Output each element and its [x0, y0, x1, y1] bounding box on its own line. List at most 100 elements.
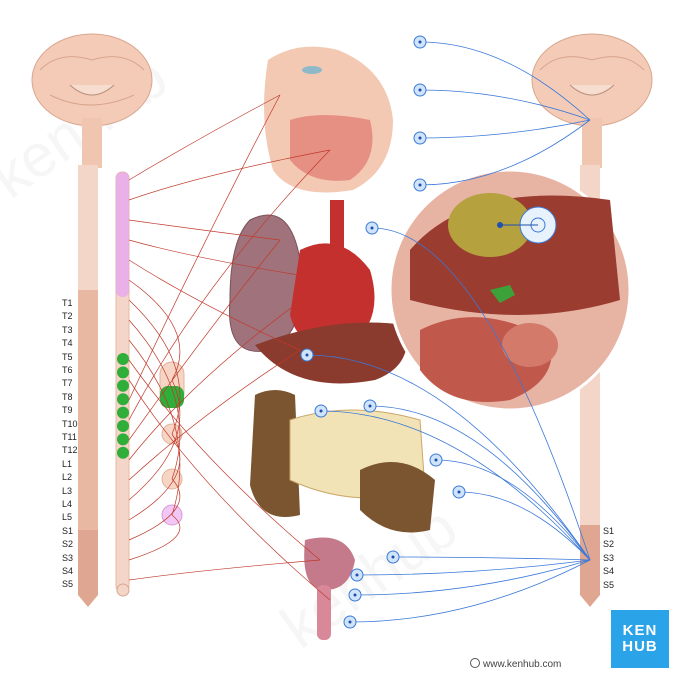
ganglion-center: [457, 490, 461, 494]
sympathetic-fiber: [128, 299, 181, 435]
prevertebral-ganglia: [159, 361, 185, 526]
parasympathetic-fiber: [371, 227, 591, 561]
ganglion-center: [305, 353, 309, 357]
parasympathetic-fiber: [306, 354, 591, 561]
left-brain: [31, 33, 153, 168]
segment-label-t2: T2: [62, 311, 73, 322]
segment-label-s3: S3: [62, 552, 74, 563]
segment-label-s1: S1: [62, 525, 74, 536]
sympathetic-fiber: [128, 239, 331, 281]
thoracic-ganglion: [117, 446, 129, 459]
segment-label-t9: T9: [62, 405, 73, 416]
magnified-view: [388, 168, 632, 412]
segment-label-l1: L1: [62, 458, 73, 469]
parasympathetic-fibers: [306, 41, 591, 623]
ganglion-center: [418, 40, 422, 44]
segment-label-t7: T7: [62, 378, 73, 389]
thoracic-ganglion: [117, 406, 129, 419]
segment-label-s2: S2: [62, 539, 74, 550]
cc-icon: [470, 658, 480, 668]
thoracic-ganglion: [117, 366, 129, 379]
segment-label-t4: T4: [62, 338, 73, 349]
ganglion-center: [319, 409, 323, 413]
sympathetic-fiber: [128, 219, 281, 241]
segment-label-t6: T6: [62, 365, 73, 375]
segment-label-s5: S5: [62, 579, 74, 590]
parasympathetic-ganglia: [300, 35, 466, 629]
segment-label-l2: L2: [62, 472, 73, 483]
sympathetic-fiber: [128, 559, 321, 581]
right-segment-label-s2: S2: [603, 539, 615, 550]
thoracic-ganglia: [117, 353, 129, 459]
parasympathetic-fiber: [458, 491, 591, 561]
thoracic-ganglion: [117, 379, 129, 392]
magnifier-focus: [497, 206, 557, 244]
segment-label-l5: L5: [62, 512, 73, 523]
ganglion-center: [355, 573, 359, 577]
segment-label-t1: T1: [62, 298, 73, 308]
segment-label-t5: T5: [62, 351, 73, 362]
sympathetic-fiber: [128, 319, 181, 480]
thoracic-ganglion: [117, 433, 129, 446]
parasympathetic-fiber: [349, 559, 591, 623]
thoracic-ganglion: [117, 420, 129, 432]
logo-line-1: KEN: [622, 622, 658, 639]
right-segment-label-s4: S4: [603, 566, 615, 577]
segment-label-t11: T11: [62, 432, 77, 442]
segment-label-t12: T12: [62, 445, 78, 456]
segment-label-t8: T8: [62, 391, 73, 402]
credit-text: www.kenhub.com: [470, 658, 561, 670]
sympathetic-fiber: [128, 259, 301, 351]
segment-label-l3: L3: [62, 485, 73, 496]
sympathetic-fiber: [128, 279, 331, 461]
segment-label-l4: L4: [62, 499, 73, 509]
sympathetic-fibers: [128, 94, 331, 601]
credit-url: www.kenhub.com: [483, 659, 562, 670]
sympathetic-fiber: [128, 379, 331, 601]
ganglion-center: [418, 88, 422, 92]
right-segment-label-s3: S3: [603, 552, 615, 563]
parasympathetic-fiber: [419, 89, 591, 121]
parasympathetic-fiber: [419, 41, 591, 121]
sympathetic-fiber: [128, 514, 181, 561]
thoracic-ganglion: [117, 393, 129, 406]
ganglion-center: [370, 226, 374, 230]
right-brain: [531, 33, 653, 168]
parasympathetic-fiber: [320, 410, 591, 561]
logo-line-2: HUB: [622, 638, 658, 655]
face-illustration: [264, 46, 393, 193]
ganglion-center: [368, 404, 372, 408]
sympathetic-fiber: [128, 339, 181, 516]
ganglion-center: [418, 183, 422, 187]
right-segment-label-s5: S5: [603, 579, 615, 590]
segment-label-t10: T10: [62, 418, 78, 429]
svg-text:kenhub: kenhub: [269, 493, 469, 661]
sympathetic-fiber: [128, 149, 331, 201]
parasympathetic-fiber: [354, 559, 591, 596]
ganglion-center: [418, 136, 422, 140]
parasympathetic-fiber: [419, 119, 591, 186]
ganglion-center: [391, 555, 395, 559]
sympathetic-fiber: [128, 349, 301, 481]
thoracic-ganglion: [117, 353, 129, 365]
sympathetic-fiber: [128, 433, 181, 521]
parasympathetic-fiber: [392, 556, 591, 561]
left-spinal-cord: [78, 165, 98, 607]
parasympathetic-fiber: [435, 459, 591, 561]
ganglion-center: [434, 458, 438, 462]
sympathetic-fiber: [128, 239, 281, 441]
sympathetic-fiber: [128, 149, 331, 421]
thoracic-abdominal-organs: [229, 200, 435, 640]
sympathetic-fiber: [128, 94, 281, 181]
kenhub-logo: KEN HUB: [611, 610, 669, 668]
segment-label-s4: S4: [62, 566, 74, 576]
right-segment-label-s1: S1: [603, 526, 615, 536]
ganglion-center: [353, 593, 357, 597]
sympathetic-fiber: [128, 478, 181, 541]
parasympathetic-fiber: [419, 119, 591, 139]
sympathetic-fiber: [128, 94, 281, 401]
ganglion-center: [348, 620, 352, 624]
parasympathetic-fiber: [369, 405, 591, 561]
